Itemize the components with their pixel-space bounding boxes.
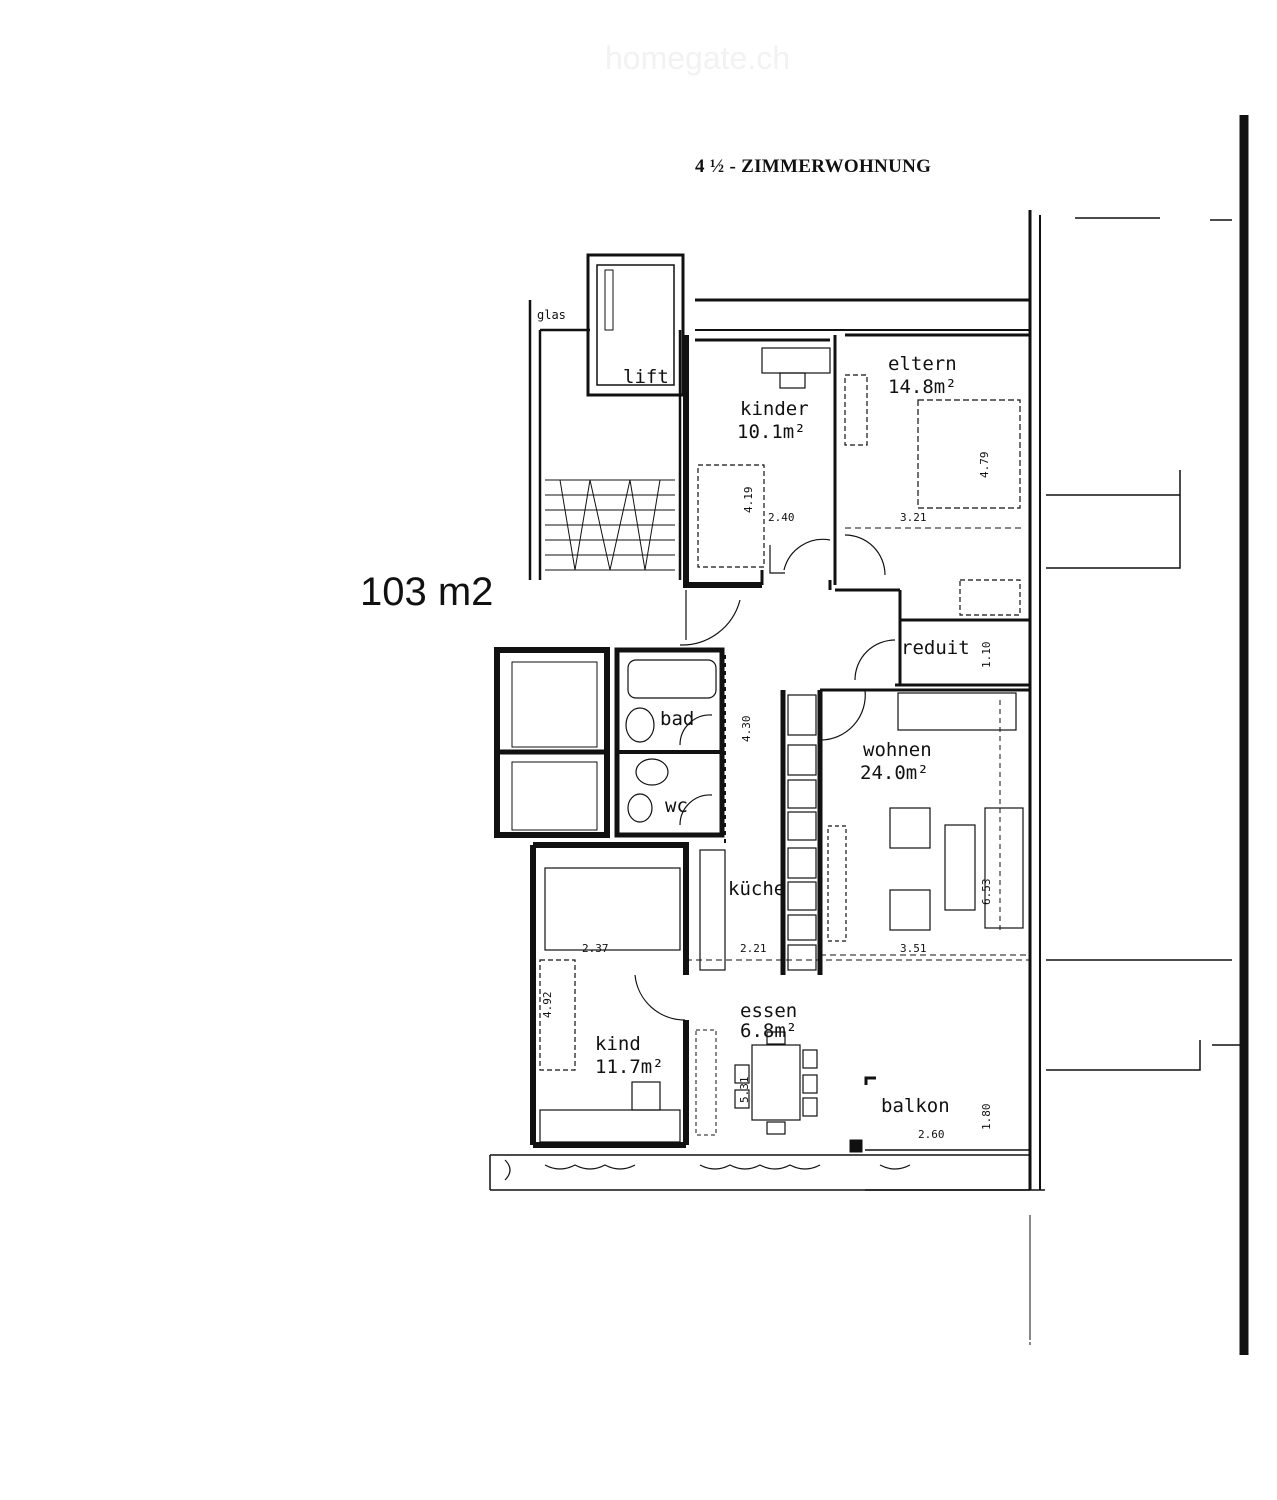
wc-label: wc bbox=[665, 795, 688, 817]
kinder-label: kinder bbox=[740, 398, 809, 420]
sofa bbox=[984, 807, 1024, 929]
ground-strip bbox=[489, 1154, 1045, 1191]
balkon-label: balkon bbox=[881, 1095, 950, 1117]
wohnen-label: wohnen bbox=[863, 739, 932, 761]
kueche-width-dim: 2.21 bbox=[740, 942, 767, 955]
glas-label: glas bbox=[537, 308, 566, 322]
balkon-depth-dim: 1.80 bbox=[980, 1103, 993, 1131]
staircase-walls bbox=[528, 300, 682, 580]
kind-area: 11.7m² bbox=[595, 1056, 664, 1078]
kinder-width-dim: 2.40 bbox=[768, 511, 795, 524]
wc-toilet bbox=[635, 758, 669, 786]
essen-depth-dim: 5.31 bbox=[738, 1076, 751, 1104]
armchair-1 bbox=[889, 807, 931, 849]
kinder-door-swing bbox=[783, 538, 831, 571]
wohnen-area: 24.0m² bbox=[860, 762, 929, 784]
essen-area: 6.8m² bbox=[740, 1020, 798, 1042]
armchair-2 bbox=[889, 889, 931, 931]
kinder-depth-dim: 4.19 bbox=[742, 486, 755, 514]
reduit-depth-dim: 1.10 bbox=[980, 641, 993, 669]
eltern-width-dim: 3.21 bbox=[900, 511, 927, 524]
wohnen-width-dim: 3.51 bbox=[900, 942, 927, 955]
wohnen-depth-dim: 6.53 bbox=[980, 878, 993, 906]
eltern-depth-dim: 4.79 bbox=[978, 451, 991, 479]
sideboard bbox=[897, 692, 1017, 731]
storage-block bbox=[494, 647, 610, 838]
reduit-walls bbox=[895, 620, 1032, 687]
total-area-label: 103 m2 bbox=[360, 570, 494, 614]
balkon-outline bbox=[865, 1149, 1030, 1191]
lift-label: lift bbox=[623, 366, 669, 388]
reduit-label: reduit bbox=[901, 637, 970, 659]
kind-wardrobe bbox=[544, 867, 681, 951]
eltern-area: 14.8m² bbox=[888, 376, 957, 398]
eltern-bed bbox=[917, 399, 1021, 509]
plan-title: 4 ½ - ZIMMERWOHNUNG bbox=[695, 156, 932, 177]
kinder-area: 10.1m² bbox=[737, 421, 806, 443]
kind-label: kind bbox=[595, 1033, 641, 1055]
bathtub bbox=[627, 659, 717, 699]
bad-label: bad bbox=[660, 708, 695, 730]
kind-bed bbox=[539, 959, 576, 1071]
stairs bbox=[545, 479, 675, 571]
coffee-table bbox=[944, 824, 976, 911]
kitchen-counter bbox=[699, 694, 817, 971]
neighbour-outline bbox=[1046, 217, 1244, 1071]
essen-label: essen bbox=[740, 1000, 798, 1022]
kind-width-dim: 2.37 bbox=[582, 942, 609, 955]
kitchen-wall bbox=[780, 690, 823, 975]
corridor-dim: 4.30 bbox=[740, 715, 753, 743]
eltern-label: eltern bbox=[888, 353, 957, 375]
bad-toilet bbox=[625, 707, 655, 743]
kinder-desk bbox=[761, 347, 831, 374]
kinder-wall-left bbox=[683, 335, 762, 588]
kinder-bed bbox=[697, 464, 765, 568]
kind-depth-dim: 4.92 bbox=[541, 991, 554, 1019]
kueche-label: küche bbox=[728, 878, 786, 900]
watermark: homegate.ch bbox=[605, 40, 791, 76]
kind-walls bbox=[530, 842, 689, 1148]
balkon-width-dim: 2.60 bbox=[918, 1128, 945, 1141]
dining-table bbox=[751, 1044, 801, 1121]
wohnen-walls bbox=[820, 688, 1032, 1190]
bath-wc-block bbox=[614, 647, 725, 838]
eltern-door-swing bbox=[844, 534, 886, 576]
lift-shaft bbox=[586, 253, 685, 397]
